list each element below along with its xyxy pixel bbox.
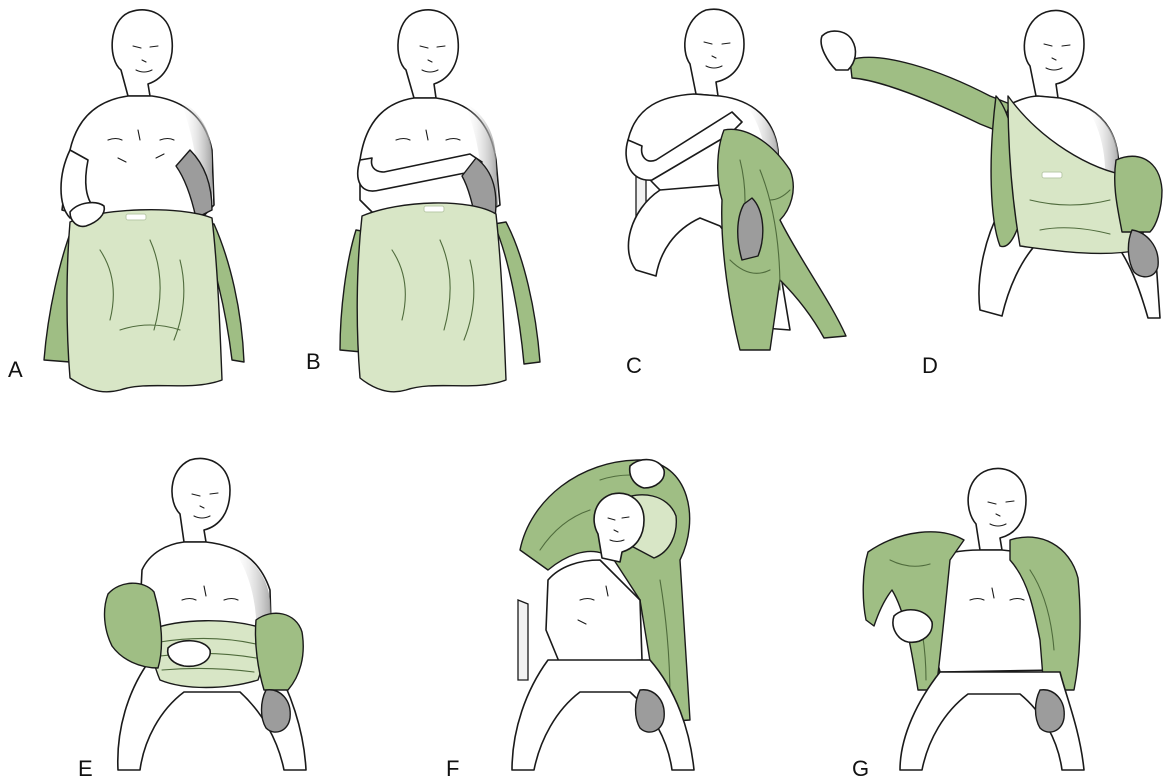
panel-label-f: F — [446, 756, 459, 778]
panel-g-good-hand — [893, 610, 932, 643]
panel-b-shirt-body — [357, 203, 506, 392]
panel-f-chair — [518, 600, 528, 680]
panel-d-raised-sleeve — [850, 57, 1010, 132]
panel-d-shirt-tag — [1042, 172, 1062, 178]
panel-f-good-hand — [630, 460, 665, 488]
panel-b: B — [306, 10, 540, 392]
panel-c-head — [685, 9, 744, 96]
panel-label-a: A — [8, 357, 23, 382]
panel-a-head — [112, 10, 172, 96]
panel-d-affected-sleeve — [1115, 156, 1162, 232]
panel-e: E — [78, 458, 306, 778]
panel-e-head — [172, 458, 230, 542]
panel-d-affected-hand — [1128, 230, 1158, 277]
panel-label-b: B — [306, 349, 321, 374]
panel-label-e: E — [78, 756, 93, 778]
panel-e-good-hand — [168, 641, 211, 667]
panel-b-shirt-tag — [424, 206, 444, 212]
panel-a-shirt-body — [67, 210, 222, 392]
panel-d-head — [1024, 10, 1084, 98]
panel-e-sleeve-left — [105, 583, 162, 668]
panel-f: F — [446, 460, 694, 778]
panel-a-shirt-tag — [126, 214, 146, 220]
panel-label-g: G — [852, 756, 869, 778]
panel-label-d: D — [922, 353, 938, 378]
panel-b-head — [398, 10, 458, 98]
panel-d-raised-hand — [821, 31, 855, 70]
panel-e-sleeve-right — [255, 613, 303, 690]
panel-g: G — [852, 468, 1084, 778]
panel-d: D — [821, 10, 1162, 378]
panel-label-c: C — [626, 353, 642, 378]
panel-a: A — [8, 10, 244, 392]
panel-c: C — [626, 9, 846, 378]
